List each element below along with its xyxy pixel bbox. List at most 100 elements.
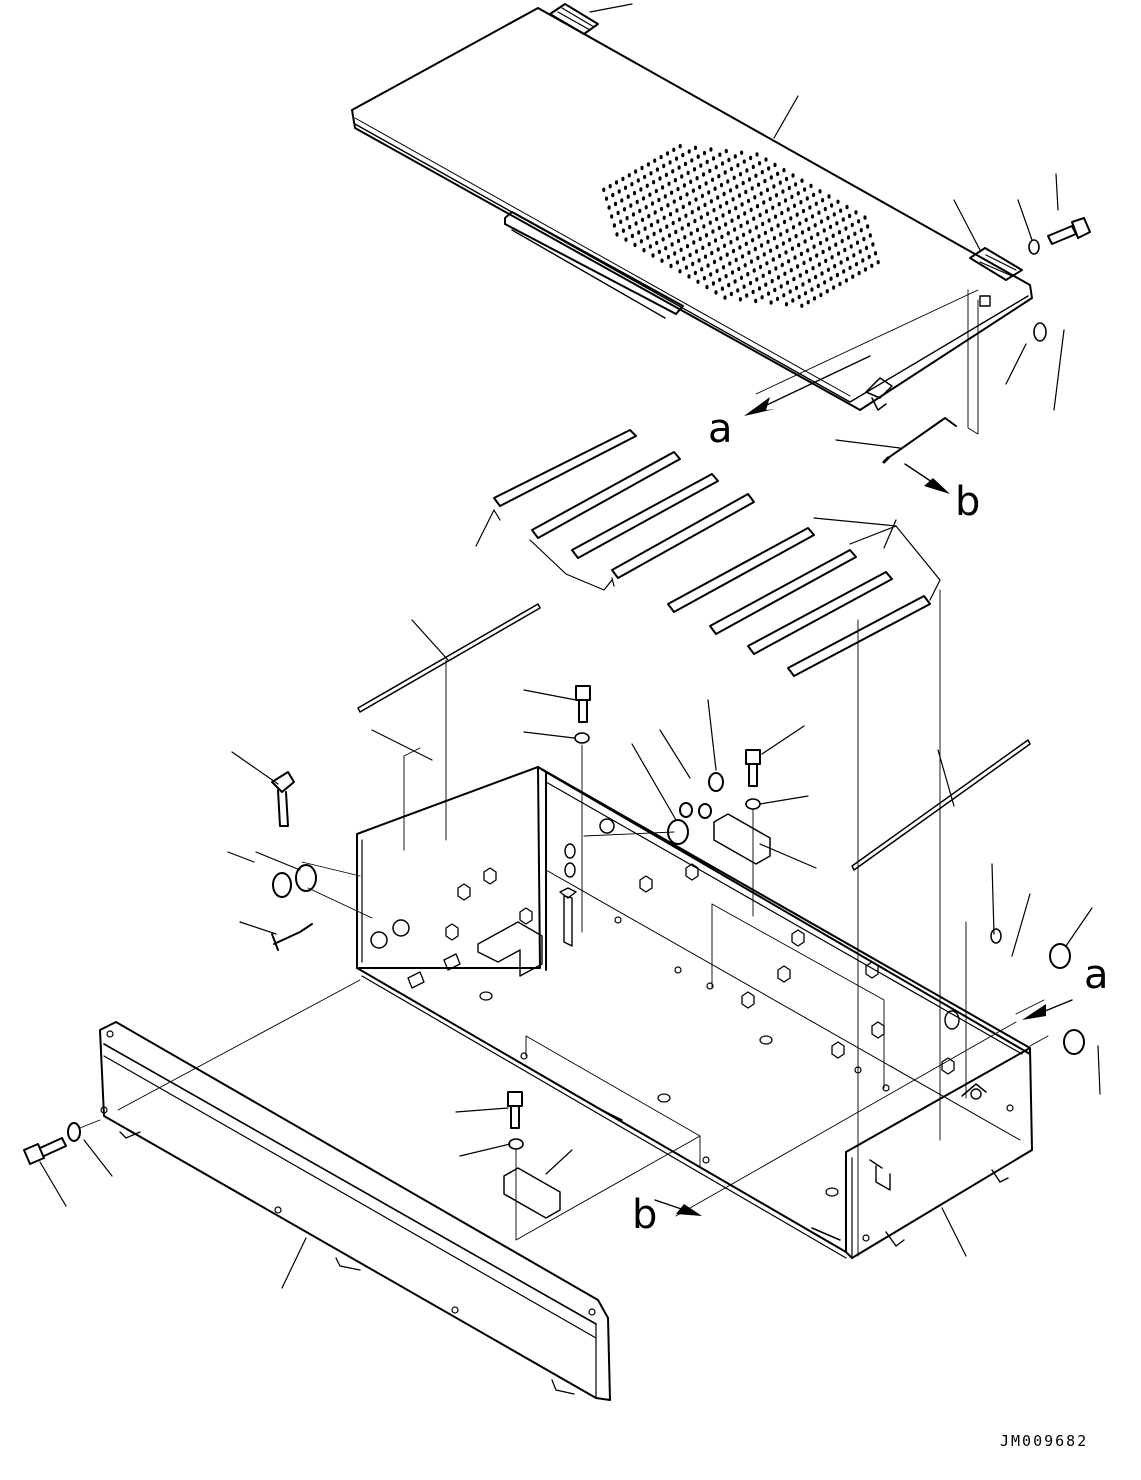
perforation-hole xyxy=(848,213,852,219)
perforation-hole xyxy=(800,303,804,308)
perforation-hole xyxy=(702,224,706,229)
perforation-hole xyxy=(827,194,831,199)
perforation-hole xyxy=(842,269,846,274)
perforation-hole xyxy=(708,168,712,174)
perforation-hole xyxy=(825,237,829,242)
perforation-hole xyxy=(757,286,762,291)
perforation-hole xyxy=(817,262,822,267)
perforation-hole xyxy=(761,221,765,227)
perforation-hole xyxy=(826,215,830,221)
perforation-hole xyxy=(686,170,690,176)
perforation-hole xyxy=(824,258,828,264)
perforation-hole xyxy=(673,251,677,256)
perforation-hole xyxy=(634,221,638,226)
perforation-hole xyxy=(825,289,829,294)
perforation-hole xyxy=(839,260,843,265)
perforation-hole xyxy=(783,271,787,276)
top-cover xyxy=(351,7,1033,411)
reference-mark-a-top: a xyxy=(708,406,733,452)
perforation-hole xyxy=(686,222,691,227)
perforation-hole xyxy=(685,192,689,197)
perforation-hole xyxy=(857,270,861,276)
perforation-hole xyxy=(665,151,670,156)
perforation-hole xyxy=(804,217,808,223)
perforation-hole xyxy=(604,196,609,201)
perforation-hole xyxy=(702,276,707,281)
perforation-hole xyxy=(704,181,708,186)
perforation-hole xyxy=(635,199,639,205)
perforation-hole xyxy=(854,262,859,267)
perforation-hole xyxy=(640,217,645,222)
perforation-hole xyxy=(791,298,795,303)
perforation-hole xyxy=(607,205,611,210)
perforation-hole xyxy=(798,273,802,278)
perforation-hole xyxy=(813,223,817,228)
perforation-hole xyxy=(854,210,858,215)
perforation-hole xyxy=(748,229,752,234)
perforation-hole xyxy=(602,187,606,192)
perforation-hole xyxy=(857,219,861,224)
perforation-hole xyxy=(836,251,841,256)
perforation-hole xyxy=(769,248,773,253)
perforation-hole xyxy=(832,285,836,290)
perforation-hole xyxy=(755,277,759,282)
bolt-front-left xyxy=(23,1122,81,1165)
perforation-hole xyxy=(745,220,750,225)
perforation-hole xyxy=(797,242,801,248)
perforation-hole xyxy=(784,250,788,255)
main-box xyxy=(356,766,1033,1259)
perforation-hole xyxy=(612,223,617,228)
perforation-hole xyxy=(818,240,823,246)
perforation-hole xyxy=(732,175,736,180)
perforation-hole xyxy=(740,254,745,259)
perforation-hole xyxy=(834,242,838,247)
perforation-hole xyxy=(630,182,634,187)
reference-mark-b-top: b xyxy=(955,479,980,525)
perforation-hole xyxy=(801,208,806,214)
perforation-hole xyxy=(809,183,813,189)
perforation-hole xyxy=(757,234,761,239)
perforation-hole xyxy=(624,237,628,242)
perforation-hole xyxy=(688,201,692,206)
perforation-hole xyxy=(705,159,709,165)
perforation-hole xyxy=(866,224,870,229)
perforation-hole xyxy=(658,228,663,233)
perforation-hole xyxy=(735,184,739,189)
perforation-hole xyxy=(846,235,851,240)
perforation-hole xyxy=(764,157,768,162)
perforation-hole xyxy=(636,178,640,183)
perforation-hole xyxy=(763,178,767,184)
perforation-hole xyxy=(728,261,732,266)
perforation-hole xyxy=(814,274,818,280)
perforation-hole xyxy=(626,194,630,199)
perforation-hole xyxy=(639,239,644,244)
perforation-hole xyxy=(630,233,635,239)
perforation-hole xyxy=(648,192,652,197)
perforation-hole xyxy=(623,185,628,190)
right-hinge xyxy=(969,247,1023,307)
perforation-hole xyxy=(664,172,669,178)
perforation-hole xyxy=(663,194,667,199)
perforation-hole xyxy=(807,278,811,283)
perforation-hole xyxy=(870,263,874,268)
perforation-hole xyxy=(613,201,618,207)
perforation-hole xyxy=(812,244,816,249)
perforation-hole xyxy=(709,199,714,204)
perforation-hole xyxy=(770,278,774,284)
perforation-hole xyxy=(707,242,711,247)
perforation-hole xyxy=(644,205,648,210)
perforation-hole xyxy=(852,253,856,258)
perforation-hole xyxy=(694,197,698,202)
perforation-hole xyxy=(706,211,710,216)
perforation-hole xyxy=(773,287,777,293)
perforation-hole xyxy=(830,255,834,260)
perforation-hole xyxy=(776,223,780,228)
perforation-hole xyxy=(737,266,741,272)
perforation-hole xyxy=(819,292,823,298)
perforation-hole xyxy=(775,296,780,302)
perforation-hole xyxy=(704,233,709,238)
perforation-hole xyxy=(649,171,653,176)
perforation-hole xyxy=(617,189,621,194)
filter-strips-left xyxy=(493,429,755,579)
perforation-hole xyxy=(670,190,674,195)
